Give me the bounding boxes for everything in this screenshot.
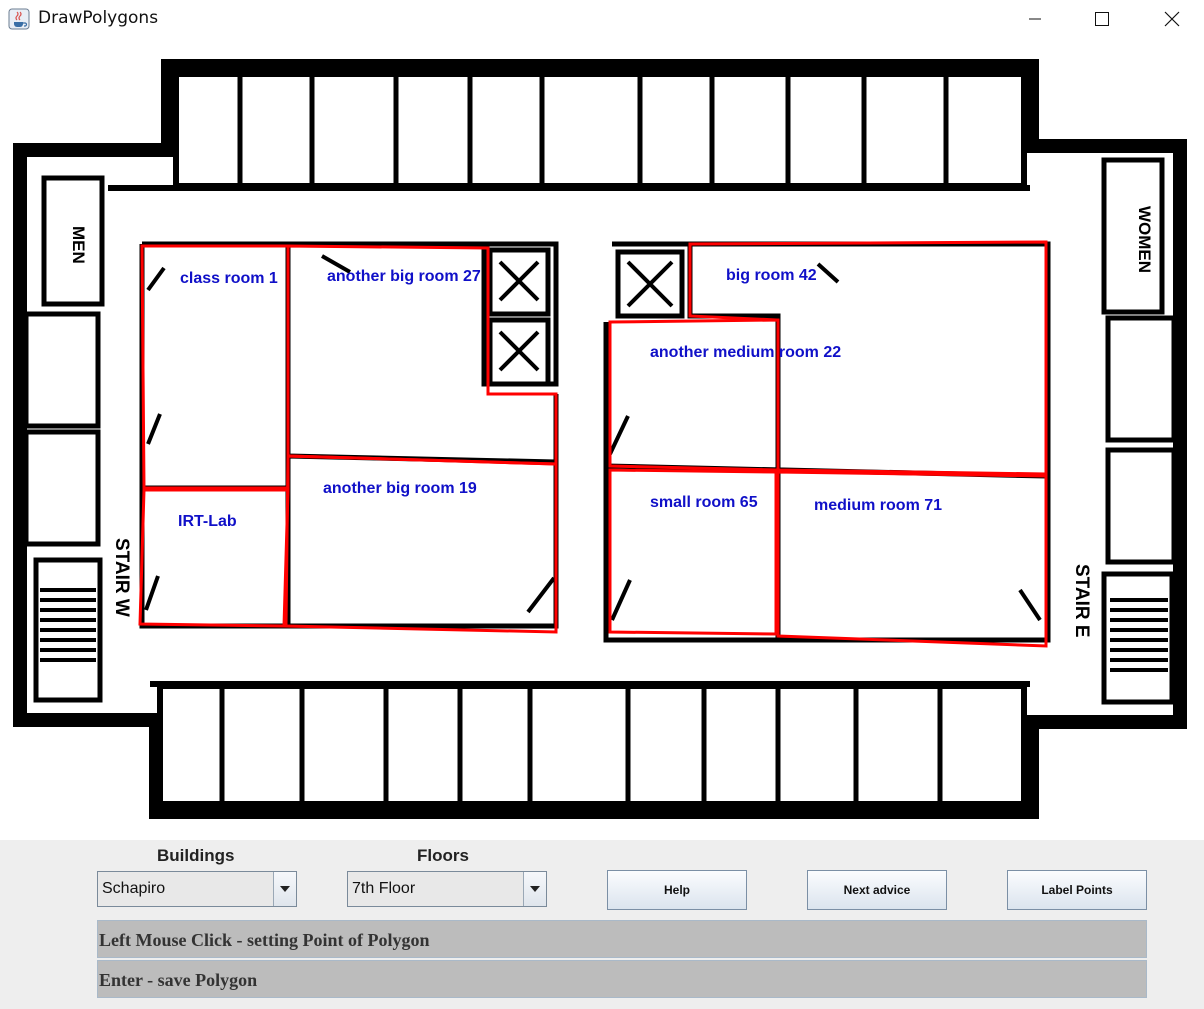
maximize-icon [1095,12,1109,26]
floors-select[interactable]: 7th Floor [347,871,547,907]
hint-text: Enter - save Polygon [97,960,1147,998]
top-room-row [173,71,1027,189]
room-label: another big room 19 [323,480,477,497]
chevron-down-icon[interactable] [273,872,296,906]
polygon-another-big-room-19 [284,454,558,634]
stair-e-label: STAIR E [1071,564,1092,638]
bottom-room-row [157,683,1027,807]
next-advice-button[interactable]: Next advice [807,870,947,910]
buildings-label: Buildings [157,846,235,865]
minimize-button[interactable] [1012,0,1058,38]
building-outer-wall [13,59,1187,819]
hint-text: Left Mouse Click - setting Point of Poly… [97,920,1147,958]
room-label: another big room 27 [327,268,481,285]
right-block-walls [603,241,1051,643]
room-label: medium room 71 [814,497,943,514]
window-title: DrawPolygons [38,8,159,28]
buildings-select-value: Schapiro [102,880,166,897]
women-restroom-label: WOMEN [1135,206,1154,274]
polygon-small-room-65 [608,468,778,636]
room-label: another medium room 22 [650,344,842,361]
room-label: small room 65 [650,494,758,511]
buildings-select[interactable]: Schapiro [97,871,297,907]
polygon-another-medium-room-22 [608,318,780,472]
control-panel: Buildings Floors Schapiro 7th Floor Help… [0,840,1204,1009]
room-label: IRT-Lab [178,513,237,530]
floors-label: Floors [417,846,469,865]
left-wing-rooms [23,175,105,703]
floor-plan-drawing [13,59,1187,819]
minimize-icon [1029,18,1041,20]
help-button[interactable]: Help [607,870,747,910]
men-restroom-label: MEN [69,226,88,264]
close-button[interactable] [1149,0,1195,38]
polygon-irt-lab [138,488,290,628]
close-icon [1164,11,1180,27]
left-block-walls [139,241,559,629]
floor-plan-canvas[interactable]: MEN WOMEN STAIR W STAIR E class room 1 a… [0,38,1204,840]
drawn-polygons [138,240,1048,648]
room-label: big room 42 [726,267,817,284]
floors-select-value: 7th Floor [352,880,416,897]
polygon-medium-room-71 [776,470,1048,648]
title-bar: DrawPolygons [0,0,1204,38]
right-wing-rooms [1101,157,1177,705]
chevron-down-icon[interactable] [523,872,546,906]
java-app-icon [8,8,30,30]
label-points-button[interactable]: Label Points [1007,870,1147,910]
stair-w-label: STAIR W [111,538,132,617]
maximize-button[interactable] [1079,0,1125,38]
room-label: class room 1 [180,270,278,287]
